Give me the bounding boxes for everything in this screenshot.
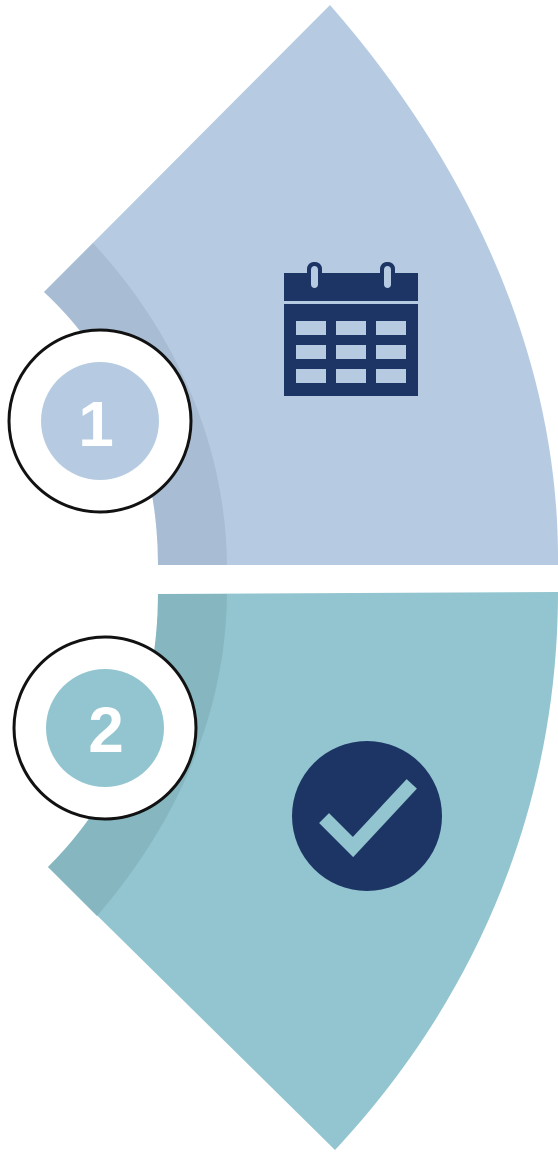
segment-1: 1	[7, 5, 558, 565]
segment-2: 2	[12, 592, 558, 1150]
calendar-icon	[284, 262, 418, 396]
step-2-number: 2	[88, 694, 124, 766]
step-1-number: 1	[78, 388, 114, 460]
checkmark-circle-icon	[292, 741, 442, 891]
step-1-badge: 1	[7, 328, 193, 514]
step-2-badge: 2	[12, 635, 198, 821]
